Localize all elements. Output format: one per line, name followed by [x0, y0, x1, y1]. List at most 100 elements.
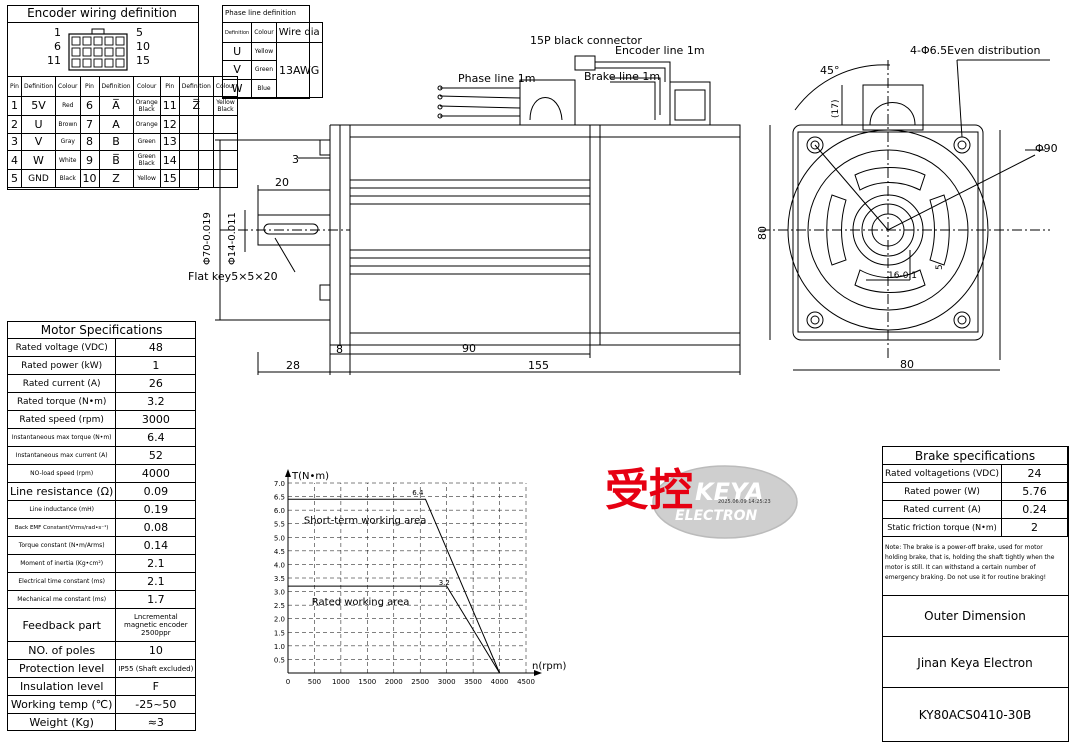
watermark-chinese: 受控	[605, 465, 693, 516]
spec-label: Moment of inertia (Kg•cm²)	[6, 554, 117, 573]
col-pin: Pin	[79, 76, 100, 97]
x-tick-label: 2500	[411, 678, 429, 686]
cell: B̅	[98, 150, 134, 171]
keya-watermark-stamp: KEYA ELECTRON 受控 2025.06.09 14:25:23	[600, 460, 800, 540]
cell: U	[20, 114, 57, 134]
connector-pin-diagram: 1 6 11 5 10 15	[40, 26, 160, 72]
series-line-0	[288, 498, 501, 674]
cell: 9	[79, 150, 100, 171]
brake-value: 24	[1001, 464, 1068, 483]
spec-label: Rated speed (rpm)	[6, 410, 117, 429]
series-line-1	[288, 585, 500, 674]
cell: Red	[55, 96, 81, 116]
dim-28: 28	[286, 359, 300, 372]
spec-value: -25~50	[115, 695, 197, 714]
cell: Gray	[55, 132, 81, 152]
y-tick-label: 3.5	[274, 575, 285, 583]
spec-value: 3000	[115, 410, 197, 429]
cell: 11	[159, 96, 180, 116]
pin-label-right-15: 15	[136, 54, 150, 67]
cell: 1	[7, 96, 22, 116]
encoder-wiring-table: Pin Definition Colour Pin Definition Col…	[7, 76, 239, 188]
cell: Blue	[251, 78, 277, 99]
spec-label: Working temp (℃)	[6, 695, 117, 714]
annotation-0: 6.4	[412, 489, 424, 497]
spec-label: Rated current (A)	[6, 374, 117, 393]
spec-value: 1.7	[115, 590, 197, 609]
spec-value: Lncremental magnetic encoder 2500ppr	[115, 608, 197, 642]
x-tick-label: 4500	[517, 678, 535, 686]
spec-value: 6.4	[115, 428, 197, 447]
annotation-2: Short-term working area	[304, 516, 427, 527]
annotation-3: Rated working area	[312, 597, 410, 608]
cell: Green Black	[132, 150, 161, 171]
brake-label: Static friction torque (N•m)	[881, 518, 1003, 537]
brake-note: Note: The brake is a power-off brake, us…	[885, 544, 1055, 581]
dim-8: 8	[336, 343, 343, 356]
motor-specs-table: Motor Specifications Rated voltage (VDC)…	[6, 321, 197, 731]
y-tick-label: 1.5	[274, 629, 285, 637]
spec-label: Back EMF Constant(Vrms/rad•s⁻¹)	[6, 518, 117, 537]
col-wire-dia: Wire dia	[275, 22, 323, 43]
spec-value: 0.08	[115, 518, 197, 537]
encoder-line-label: Encoder line 1m	[615, 44, 705, 57]
y-axis-label: T(N•m)	[291, 471, 329, 482]
pin-label-left-11: 11	[47, 54, 61, 67]
spec-value: 0.09	[115, 482, 197, 501]
spec-label: Line inductance (mH)	[6, 500, 117, 519]
brake-table: Brake specifications Rated voltagetions …	[881, 446, 1068, 537]
cell: GND	[20, 169, 57, 188]
cell: 6	[79, 96, 100, 116]
spec-value: 52	[115, 446, 197, 465]
spec-label: NO-load speed (rpm)	[6, 464, 117, 483]
cell: A	[98, 114, 134, 134]
side-view-drawing: Phase line 1m 15P black connector Encode…	[188, 34, 741, 375]
cell: 5V	[20, 96, 57, 116]
cell: 13	[159, 132, 180, 152]
brake-value: 2	[1001, 518, 1068, 537]
pin-label-left-6: 6	[54, 40, 61, 53]
phase-line-label: Phase line 1m	[458, 72, 535, 85]
spec-label: Mechanical me constant (ms)	[6, 590, 117, 609]
cell: 14	[159, 150, 180, 171]
pin-label-right-10: 10	[136, 40, 150, 53]
spec-value: 1	[115, 356, 197, 375]
spec-value: 10	[115, 641, 197, 660]
flat-key-label: Flat key5×5×20	[188, 270, 278, 283]
holes-label: 4-Φ6.5Even distribution	[910, 44, 1041, 57]
pin-label-right-5: 5	[136, 26, 143, 39]
cell: 15	[159, 169, 180, 188]
spec-label: Rated power (kW)	[6, 356, 117, 375]
spec-value: 0.14	[115, 536, 197, 555]
spec-value: 26	[115, 374, 197, 393]
watermark-stamp-time: 2025.06.09 14:25:23	[718, 499, 771, 505]
cell: Orange	[132, 114, 161, 134]
spec-label: Insulation level	[6, 677, 117, 696]
chart-axes: T(N•m)n(rpm)	[285, 469, 566, 676]
cell: A̅	[98, 96, 134, 116]
x-tick-label: 4000	[491, 678, 509, 686]
title-divider-2	[882, 636, 1068, 637]
x-tick-label: 500	[308, 678, 321, 686]
cell: B	[98, 132, 134, 152]
y-tick-label: 6.0	[274, 507, 285, 515]
dim-90: 90	[462, 342, 476, 355]
outer-dimension-label: Outer Dimension	[924, 609, 1026, 623]
cell: Green	[132, 132, 161, 152]
y-tick-label: 6.5	[274, 494, 285, 502]
col-pin: Pin	[159, 76, 180, 97]
spec-value: IP55 (Shaft excluded)	[115, 659, 197, 678]
cell: 3	[7, 132, 22, 152]
spec-value: 4000	[115, 464, 197, 483]
dim-20: 20	[275, 176, 289, 189]
x-tick-label: 3000	[438, 678, 456, 686]
y-tick-label: 2.0	[274, 616, 285, 624]
y-tick-label: 2.5	[274, 602, 285, 610]
spec-value: 3.2	[115, 392, 197, 411]
col-definition: Definition	[20, 76, 57, 97]
keya-logo-icon: KEYA ELECTRON 受控 2025.06.09 14:25:23	[605, 465, 798, 539]
front-view-drawing: 4-Φ6.5Even distribution 45° Φ90 80 16-0.…	[756, 44, 1058, 371]
spec-label: Feedback part	[6, 608, 117, 642]
spec-label: Line resistance (Ω)	[6, 482, 117, 501]
